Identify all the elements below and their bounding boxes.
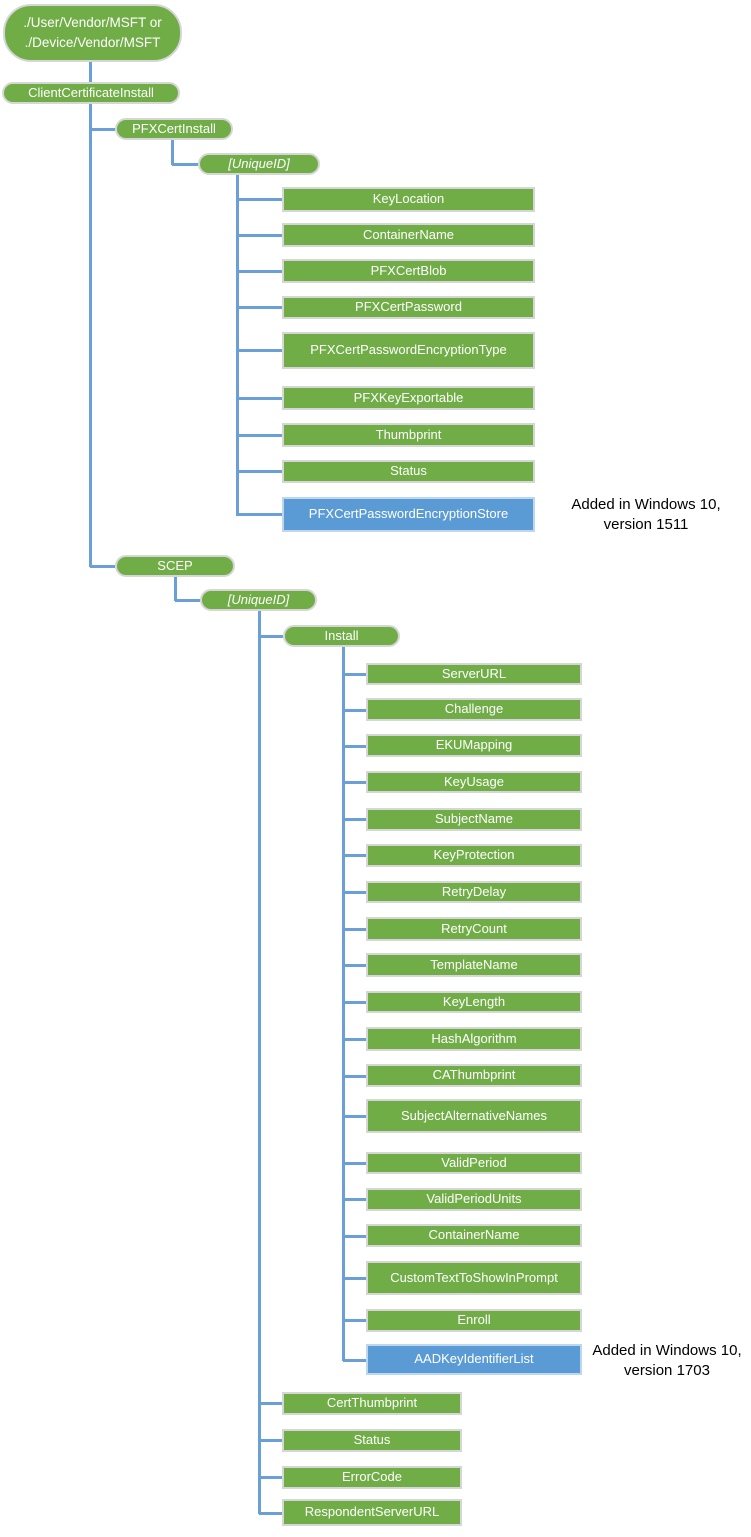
node-keylength: KeyLength: [366, 991, 582, 1013]
connector-horizontal-segment: [259, 1438, 282, 1442]
node-retrycount: RetryCount: [366, 917, 582, 941]
node-subjectalternativenames: SubjectAlternativeNames: [366, 1099, 582, 1133]
node-respondentserverurl: RespondentServerURL: [282, 1499, 462, 1526]
node-keyusage: KeyUsage: [366, 771, 582, 793]
node-scep: SCEP: [115, 555, 235, 577]
connector-horizontal-segment: [343, 1161, 366, 1165]
connector-vertical-segment: [170, 140, 174, 165]
connector-vertical-segment: [88, 104, 92, 567]
connector-horizontal-segment: [343, 927, 366, 931]
node-validperiod: ValidPeriod: [366, 1152, 582, 1174]
node-customtexttoshowinprompt: CustomTextToShowInPrompt: [366, 1261, 582, 1295]
node-pfxcertpassword: PFXCertPassword: [282, 296, 535, 319]
node-certthumbprint: CertThumbprint: [282, 1392, 462, 1415]
node-ekumapping: EKUMapping: [366, 734, 582, 757]
node-uniqueid-pfx: [UniqueID]: [198, 153, 320, 175]
connector-horizontal-segment: [343, 853, 366, 857]
connector-horizontal-segment: [237, 305, 282, 309]
connector-horizontal-segment: [343, 1276, 366, 1280]
node-keylocation: KeyLocation: [282, 187, 535, 212]
node-retrydelay: RetryDelay: [366, 881, 582, 903]
node-containername-scep: ContainerName: [366, 1224, 582, 1247]
node-status-pfx: Status: [282, 460, 535, 483]
connector-horizontal-segment: [259, 1475, 282, 1479]
connector-horizontal-segment: [259, 634, 283, 638]
connector-horizontal-segment: [343, 1318, 366, 1322]
node-errorcode: ErrorCode: [282, 1466, 462, 1489]
connector-horizontal-segment: [259, 1401, 282, 1405]
node-pfxcertinstall: PFXCertInstall: [115, 118, 233, 140]
connector-horizontal-segment: [237, 469, 282, 473]
connector-vertical-segment: [257, 611, 261, 1514]
node-subjectname: SubjectName: [366, 808, 582, 831]
connector-horizontal-segment: [237, 197, 282, 201]
annotation-windows10-1703: Added in Windows 10, version 1703: [592, 1342, 742, 1379]
connector-horizontal-segment: [90, 127, 115, 131]
connector-horizontal-segment: [237, 233, 282, 237]
node-status-scep: Status: [282, 1429, 462, 1452]
node-install: Install: [283, 625, 400, 647]
node-containername-pfx: ContainerName: [282, 223, 535, 247]
connector-horizontal-segment: [90, 564, 115, 568]
node-hashalgorithm: HashAlgorithm: [366, 1027, 582, 1051]
connector-vertical-segment: [341, 647, 345, 1361]
node-enroll: Enroll: [366, 1309, 582, 1332]
connector-horizontal-segment: [343, 708, 366, 712]
connector-horizontal-segment: [343, 890, 366, 894]
node-validperiodunits: ValidPeriodUnits: [366, 1188, 582, 1211]
connector-horizontal-segment: [343, 1074, 366, 1078]
node-thumbprint: Thumbprint: [282, 423, 535, 447]
connector-horizontal-segment: [237, 512, 282, 516]
connector-horizontal-segment: [343, 1197, 366, 1201]
connector-horizontal-segment: [237, 348, 282, 352]
node-challenge: Challenge: [366, 698, 582, 721]
node-pfxcertblob: PFXCertBlob: [282, 259, 535, 283]
connector-horizontal-segment: [343, 744, 366, 748]
node-serverurl: ServerURL: [366, 663, 582, 685]
connector-horizontal-segment: [172, 162, 198, 166]
node-clientcertificateinstall: ClientCertificateInstall: [2, 82, 180, 104]
node-uniqueid-scep: [UniqueID]: [200, 589, 317, 611]
connector-horizontal-segment: [237, 396, 282, 400]
connector-horizontal-segment: [343, 1000, 366, 1004]
node-pfxcertpasswordencryptionstore: PFXCertPasswordEncryptionStore: [282, 497, 535, 532]
connector-vertical-segment: [173, 577, 177, 601]
connector-horizontal-segment: [343, 963, 366, 967]
connector-horizontal-segment: [343, 817, 366, 821]
connector-horizontal-segment: [343, 1358, 366, 1362]
connector-horizontal-segment: [343, 672, 366, 676]
node-templatename: TemplateName: [366, 953, 582, 977]
node-root: ./User/Vendor/MSFT or ./Device/Vendor/MS…: [3, 4, 182, 62]
annotation-windows10-1511: Added in Windows 10, version 1511: [571, 496, 721, 533]
connector-horizontal-segment: [237, 433, 282, 437]
connector-horizontal-segment: [237, 269, 282, 273]
node-pfxcertpasswordencryptiontype: PFXCertPasswordEncryptionType: [282, 332, 535, 369]
node-keyprotection: KeyProtection: [366, 844, 582, 867]
node-cathumbprint: CAThumbprint: [366, 1064, 582, 1087]
connector-horizontal-segment: [343, 1234, 366, 1238]
connector-vertical-segment: [235, 175, 239, 516]
connector-horizontal-segment: [175, 598, 200, 602]
connector-horizontal-segment: [343, 1037, 366, 1041]
connector-vertical-segment: [88, 62, 92, 83]
connector-horizontal-segment: [259, 1511, 282, 1515]
node-aadkeyidentifierlist: AADKeyIdentifierList: [366, 1344, 582, 1375]
connector-horizontal-segment: [343, 780, 366, 784]
node-pfxkeyexportable: PFXKeyExportable: [282, 386, 535, 410]
connector-horizontal-segment: [343, 1114, 366, 1118]
